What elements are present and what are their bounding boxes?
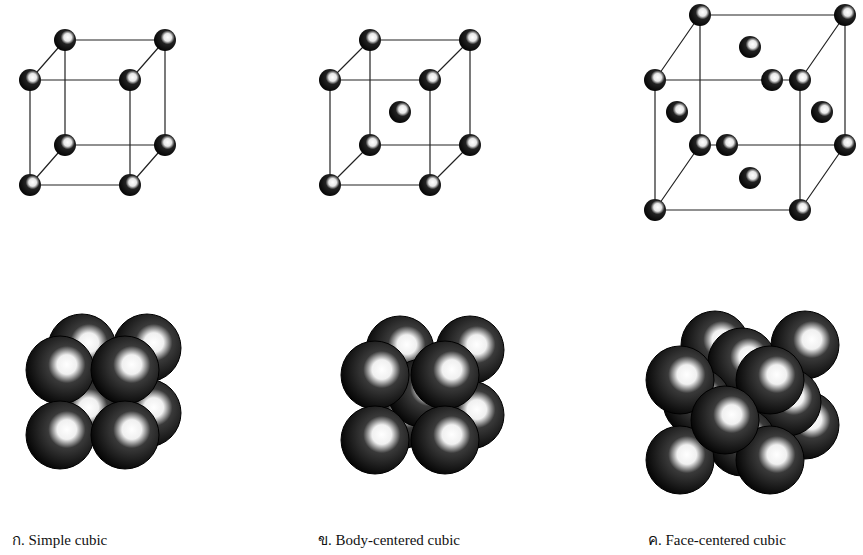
atoms — [319, 29, 481, 196]
atom — [19, 174, 41, 196]
cube-edges — [655, 15, 845, 210]
sphere — [91, 336, 159, 404]
atom — [319, 174, 341, 196]
atom — [459, 29, 481, 51]
sphere — [691, 386, 759, 454]
atom — [154, 29, 176, 51]
atom — [761, 69, 783, 91]
sphere — [411, 341, 479, 409]
atom — [716, 134, 738, 156]
cube-edge — [330, 40, 470, 185]
packed-spheres — [341, 316, 504, 474]
atom — [689, 134, 711, 156]
cube-edge — [655, 15, 845, 210]
atom — [739, 36, 761, 58]
sphere — [411, 406, 479, 474]
cube-edges — [30, 40, 165, 185]
sphere — [26, 401, 94, 469]
atom — [419, 69, 441, 91]
sphere — [341, 341, 409, 409]
caption-label: ก. Simple cubic — [12, 528, 107, 552]
sphere — [341, 406, 409, 474]
atom — [834, 4, 856, 26]
atom — [119, 69, 141, 91]
atom — [319, 69, 341, 91]
atom — [359, 134, 381, 156]
caption-label: ค. Face-centered cubic — [648, 528, 786, 552]
atom — [359, 29, 381, 51]
atom — [119, 174, 141, 196]
atom — [389, 101, 411, 123]
atom — [459, 134, 481, 156]
atom — [689, 4, 711, 26]
packed-spheres — [26, 314, 181, 469]
caption-label: ข. Body-centered cubic — [318, 528, 460, 552]
atom — [154, 134, 176, 156]
sphere — [26, 336, 94, 404]
packed-spheres — [646, 311, 839, 494]
atom — [19, 69, 41, 91]
atom — [644, 199, 666, 221]
atom — [419, 174, 441, 196]
atom — [739, 167, 761, 189]
cube-edges — [330, 40, 470, 185]
cube-edge — [30, 40, 165, 185]
atom — [54, 134, 76, 156]
atom — [666, 101, 688, 123]
atoms — [644, 4, 856, 221]
atoms — [19, 29, 176, 196]
atom — [644, 69, 666, 91]
atom — [789, 69, 811, 91]
sphere — [91, 401, 159, 469]
atom — [834, 134, 856, 156]
atom — [811, 101, 833, 123]
atom — [54, 29, 76, 51]
atom — [789, 199, 811, 221]
